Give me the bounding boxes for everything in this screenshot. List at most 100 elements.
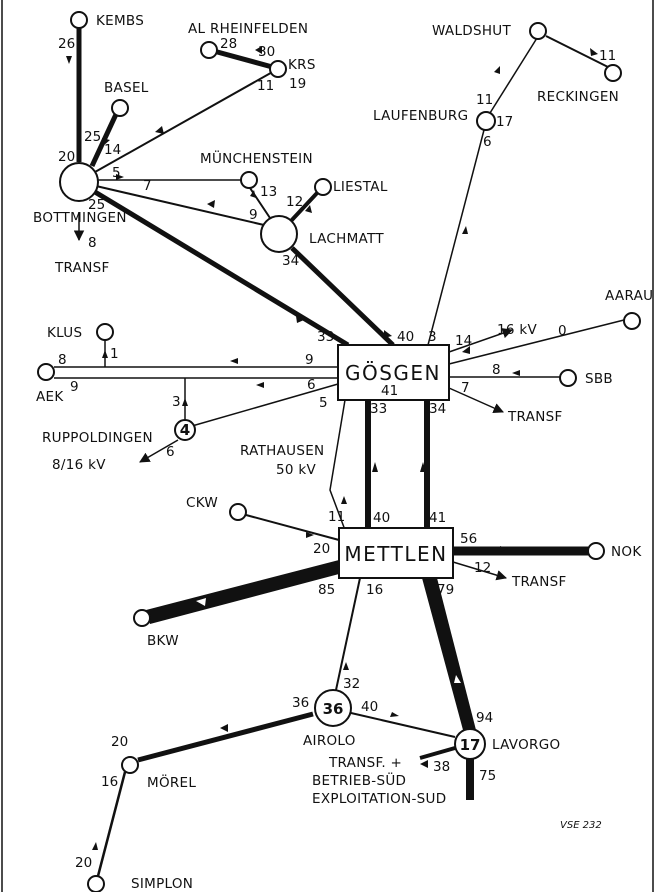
- flow-kembs: 26: [58, 36, 75, 52]
- flow-m-20: 20: [313, 541, 330, 557]
- flow-mo-20: 20: [111, 734, 128, 750]
- label-bottmingen: BOTTMINGEN: [33, 210, 127, 226]
- flow-g-34b: 34: [429, 401, 446, 417]
- line-bottmingen-lachmatt: [95, 185, 265, 226]
- flow-g-14: 14: [455, 333, 472, 349]
- node-rheinfelden: [200, 41, 218, 59]
- direction-arrows: [66, 46, 598, 850]
- flow-r-3: 3: [172, 394, 181, 410]
- line-ruppoldingen-kv: [139, 439, 179, 463]
- node-lavorgo: [454, 728, 486, 760]
- label-rheinfelden: AL RHEINFELDEN: [188, 21, 308, 37]
- flow-rh-30: 30: [258, 44, 275, 60]
- node-liestal: [314, 178, 332, 196]
- node-simplon: [87, 875, 105, 892]
- flow-bott-7: 7: [143, 178, 152, 194]
- value-lavorgo: 17: [460, 736, 481, 754]
- line-bottmingen-krs: [94, 69, 277, 173]
- flow-g-7: 7: [461, 380, 470, 396]
- node-lachmatt: [260, 215, 298, 253]
- line-rathausen: [329, 399, 346, 531]
- line-liestal-lachmatt: [288, 190, 320, 224]
- flow-m-56: 56: [460, 531, 477, 547]
- node-mettlen: [338, 527, 454, 579]
- value-airolo: 36: [323, 700, 344, 718]
- flow-g-0: 0: [558, 323, 567, 339]
- node-basel: [111, 99, 129, 117]
- flow-a-40: 40: [361, 699, 378, 715]
- line-bottmingen-goesgen: [93, 189, 350, 348]
- node-aek: [37, 363, 55, 381]
- flow-a-32: 32: [343, 676, 360, 692]
- label-transf-mettlen: TRANSF: [511, 574, 567, 590]
- value-ruppoldingen: 4: [180, 421, 190, 439]
- flow-lach-34: 34: [282, 253, 299, 269]
- line-airolo-lavorgo: [350, 712, 456, 738]
- node-muenchenstein: [240, 171, 258, 189]
- flow-m-41: 41: [429, 510, 446, 526]
- line-mettlen-airolo: [335, 577, 361, 691]
- line-rheinfelden-krs: [209, 47, 277, 71]
- flow-klus-1: 1: [110, 346, 119, 362]
- label-lavorgo: LAVORGO: [492, 737, 560, 753]
- line-waldshut-laufenburg: [489, 37, 538, 114]
- label-goesgen: GÖSGEN: [345, 361, 441, 385]
- flow-mue-13: 13: [260, 184, 277, 200]
- flow-m-40: 40: [373, 510, 390, 526]
- flow-aek-8: 8: [58, 352, 67, 368]
- flow-bott-8: 8: [88, 235, 97, 251]
- label-liestal: LIESTAL: [333, 179, 388, 195]
- flow-r-6: 6: [166, 444, 175, 460]
- node-laufenburg: [476, 111, 496, 131]
- flow-m-16: 16: [366, 582, 383, 598]
- node-klus: [96, 323, 114, 341]
- label-muenchenstein: MÜNCHENSTEIN: [200, 149, 313, 167]
- node-ruppoldingen: [174, 419, 196, 441]
- label-transf-sud-3: EXPLOITATION-SUD: [312, 791, 446, 807]
- flow-g-9: 9: [305, 352, 314, 368]
- node-airolo: [314, 689, 352, 727]
- node-krs: [269, 60, 287, 78]
- flow-l-38: 38: [433, 759, 450, 775]
- label-kembs: KEMBS: [96, 13, 144, 29]
- label-bkw: BKW: [147, 633, 179, 649]
- flow-g-5: 5: [319, 395, 328, 411]
- label-simplon: SIMPLON: [131, 876, 193, 892]
- line-moerel-airolo: [137, 711, 314, 763]
- label-reference: VSE 232: [560, 820, 602, 831]
- line-mettlen-transf: [452, 561, 508, 581]
- flow-m-11: 11: [328, 509, 345, 525]
- label-transf-goesgen: TRANSF: [507, 409, 563, 425]
- node-moerel: [121, 756, 139, 774]
- node-aarau: [623, 312, 641, 330]
- flow-bott-25a: 25: [84, 129, 101, 145]
- line-mettlen-lavorgo: [422, 578, 476, 730]
- line-goesgen-transf: [448, 387, 504, 413]
- label-nok: NOK: [611, 544, 642, 560]
- flow-bott-5: 5: [112, 165, 121, 181]
- node-goesgen: [337, 344, 450, 401]
- label-transf-sud-1: TRANSF. +: [328, 755, 402, 771]
- node-sbb: [559, 369, 577, 387]
- flow-lauf-17: 17: [496, 114, 513, 130]
- flow-mo-16: 16: [101, 774, 118, 790]
- flow-rh-28: 28: [220, 36, 237, 52]
- label-ruppoldingen-kv: 8/16 kV: [52, 457, 106, 473]
- flow-mue-9: 9: [249, 207, 258, 223]
- node-bottmingen: [59, 162, 99, 202]
- line-mettlen-bkw: [146, 560, 339, 624]
- label-krs: KRS: [288, 57, 316, 73]
- line-lavorgo-transf: [419, 746, 456, 760]
- flow-m-12: 12: [474, 560, 491, 576]
- label-sbb: SBB: [585, 371, 613, 387]
- line-basel-bottmingen: [89, 108, 121, 168]
- label-klus: KLUS: [47, 325, 82, 341]
- label-lachmatt: LACHMATT: [309, 231, 384, 247]
- flow-bott-25b: 25: [88, 197, 105, 213]
- flow-a-36: 36: [292, 695, 309, 711]
- flow-l-75: 75: [479, 768, 496, 784]
- flow-wald-11b: 11: [599, 48, 616, 64]
- node-waldshut: [529, 22, 547, 40]
- line-lachmatt-goesgen: [290, 246, 395, 347]
